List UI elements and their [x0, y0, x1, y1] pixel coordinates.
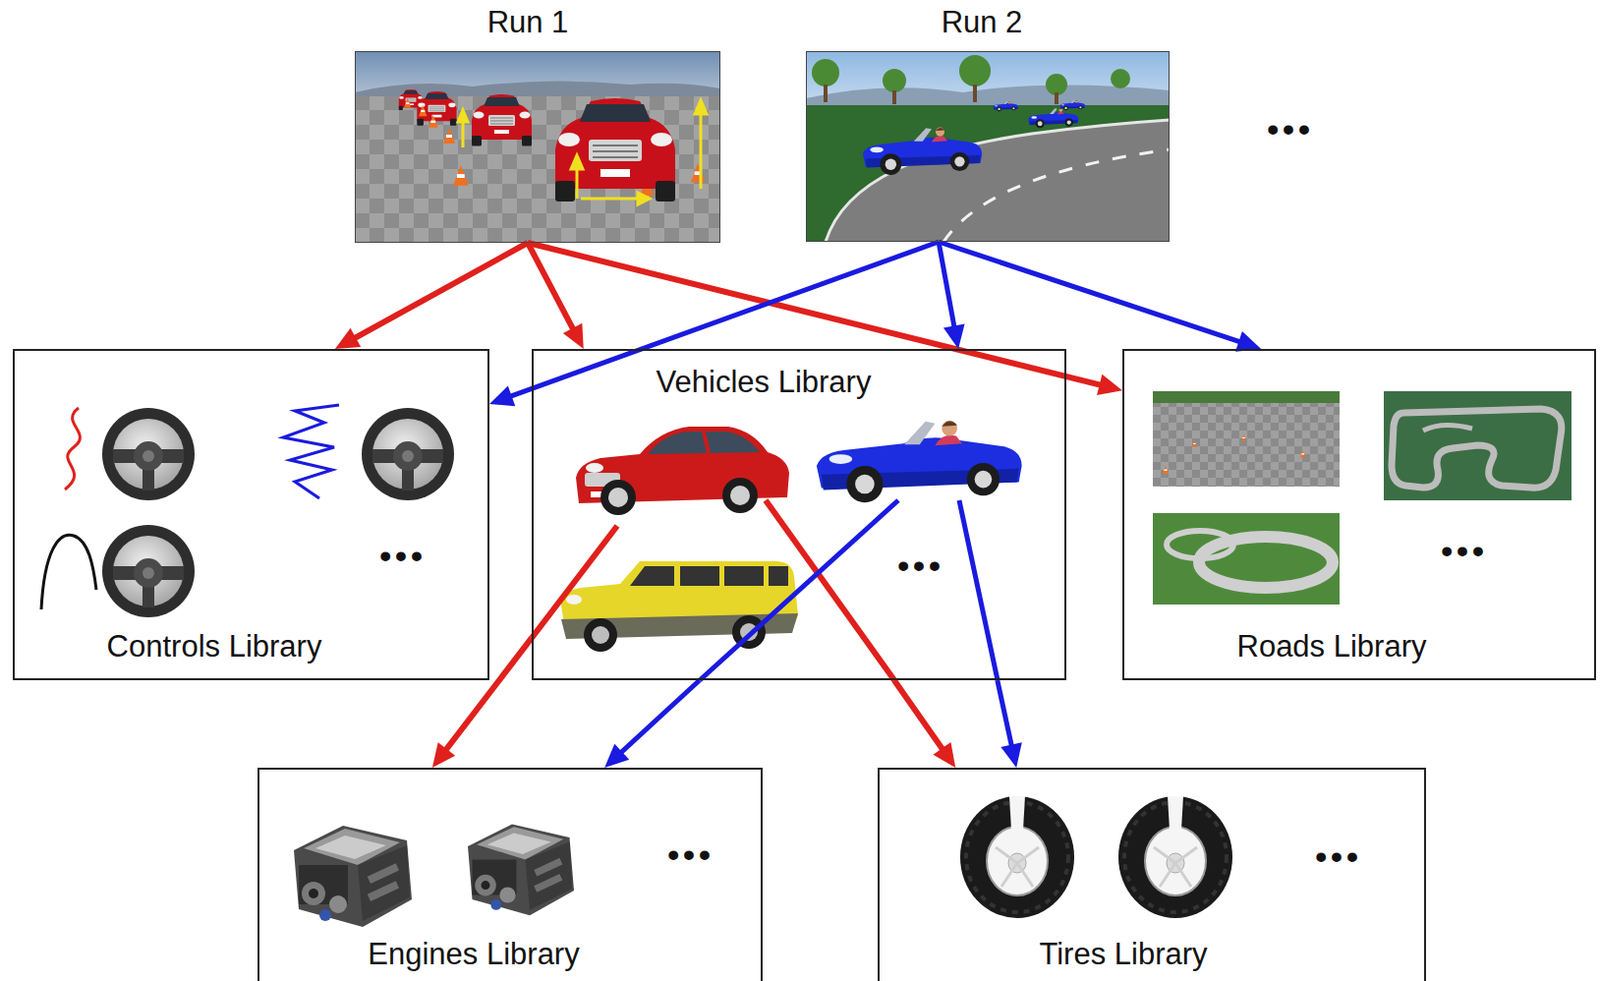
run-box: Run 1 — [354, 51, 721, 243]
arrow-line — [527, 242, 1104, 386]
flow-arrow — [997, 680, 1023, 768]
road-thumbnail — [1152, 513, 1340, 605]
arrow-line — [351, 242, 528, 340]
node-title: Tires Library — [1038, 936, 1207, 972]
arrow-head — [563, 323, 584, 349]
vehicle-icons — [531, 420, 1023, 681]
arrow-head — [604, 743, 629, 768]
ellipsis-label: ••• — [667, 835, 715, 874]
flow-arrow — [604, 680, 700, 768]
arrow-line — [997, 680, 1013, 748]
library-box: Engines Library — [257, 767, 763, 981]
arrow-head — [432, 742, 456, 768]
tire-icons — [960, 796, 1233, 918]
flow-arrow — [938, 241, 966, 349]
ellipsis-label: ••• — [379, 536, 427, 575]
node-title: Run 2 — [941, 4, 1024, 41]
ellipsis-label: ••• — [1440, 531, 1488, 571]
run-screenshot — [354, 51, 721, 243]
ellipsis-label: ••• — [1266, 110, 1315, 149]
run-screenshot — [805, 51, 1170, 242]
ellipsis-label: ••• — [897, 546, 945, 585]
arrow-head — [1000, 742, 1022, 768]
arrow-line — [938, 241, 955, 330]
flow-arrow — [938, 241, 1261, 352]
control-input-icons — [41, 404, 455, 618]
arrow-head — [943, 323, 966, 349]
node-title: Controls Library — [107, 628, 323, 665]
flow-arrow — [894, 680, 956, 768]
flow-arrow — [432, 637, 532, 768]
arrow-line — [619, 680, 700, 754]
arrow-head — [489, 385, 515, 406]
flow-arrow — [335, 242, 528, 349]
arrow-line — [938, 241, 1243, 343]
engine-icons — [293, 824, 574, 928]
flow-arrow — [489, 241, 939, 406]
road-thumbnail — [1383, 391, 1572, 501]
arrow-line — [527, 242, 575, 332]
node-title: Run 1 — [487, 4, 570, 41]
flow-arrow — [527, 242, 584, 349]
library-box: Controls Library — [12, 348, 490, 681]
library-box: Roads Library — [1122, 348, 1597, 681]
ellipsis-label: ••• — [1314, 837, 1363, 876]
node-title: Engines Library — [367, 936, 579, 972]
road-thumbnail — [1152, 391, 1340, 487]
arrow-head — [932, 742, 956, 768]
arrow-head — [335, 328, 361, 349]
node-title: Roads Library — [1237, 628, 1428, 665]
arrow-line — [894, 680, 945, 752]
arrow-head — [1096, 374, 1123, 396]
run-box: Run 2 — [805, 51, 1170, 242]
library-box: Vehicles Library — [531, 348, 1067, 681]
node-title: Vehicles Library — [656, 364, 872, 400]
